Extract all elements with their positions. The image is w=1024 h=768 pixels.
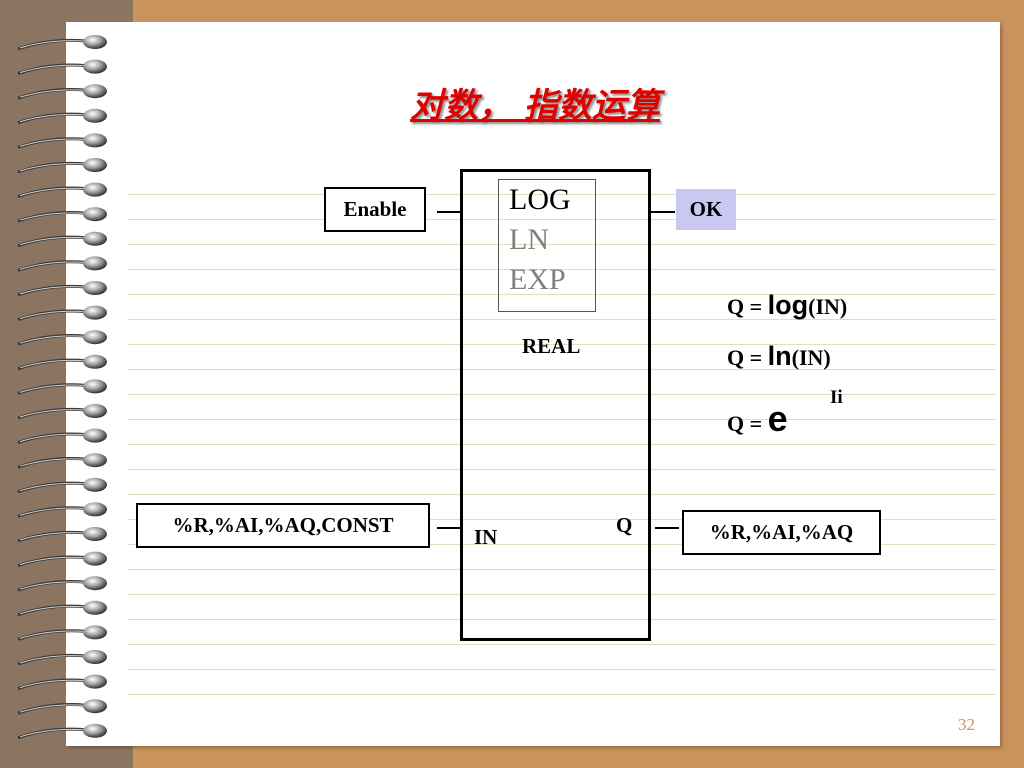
spiral-wire-highlight: [19, 359, 85, 369]
spiral-wire-highlight: [19, 433, 85, 443]
spiral-wire-highlight: [19, 704, 85, 713]
input-wire: [437, 527, 461, 529]
spiral-ring: [83, 305, 107, 320]
spiral-ring: [83, 576, 107, 591]
function-names-box: LOG LN EXP: [498, 179, 596, 312]
spiral-wire-highlight: [19, 187, 85, 197]
spiral-wire-highlight: [19, 163, 85, 172]
formula-exp-fn: e: [767, 398, 788, 439]
spiral-wire-highlight: [19, 138, 85, 147]
formula-log-fn: log: [767, 290, 809, 320]
spiral-wire-highlight: [19, 655, 85, 664]
ok-wire: [651, 211, 675, 213]
spiral-wire-highlight: [19, 384, 85, 393]
page-number: 32: [958, 715, 975, 734]
spiral-wire-highlight: [19, 212, 85, 221]
formula-ln: Q = ln(IN): [727, 341, 831, 372]
function-block: [460, 169, 651, 641]
formula-log-prefix: Q =: [727, 294, 768, 319]
input-operand-box: %R,%AI,%AQ,CONST: [136, 503, 430, 548]
function-ln: LN: [509, 223, 549, 256]
q-pin-label: Q: [616, 513, 633, 537]
spiral-ring: [83, 158, 107, 172]
exp-superscript: Ii: [830, 387, 843, 408]
spiral-ring: [83, 699, 107, 714]
spiral-wire-highlight: [19, 556, 85, 566]
function-log: LOG: [509, 183, 571, 216]
spiral-wire-highlight: [19, 679, 85, 689]
spiral-ring: [83, 133, 107, 148]
spiral-ring: [83, 477, 107, 492]
spiral-wire-highlight: [19, 532, 85, 541]
enable-wire: [437, 211, 461, 213]
spiral-wire-highlight: [19, 261, 85, 270]
formula-ln-prefix: Q =: [727, 345, 768, 370]
spiral-ring: [83, 330, 107, 345]
spiral-ring: [83, 207, 107, 222]
formula-log-arg: (IN): [808, 294, 848, 319]
type-label: REAL: [522, 334, 581, 358]
spiral-ring: [83, 674, 107, 689]
ok-box: OK: [676, 189, 736, 230]
spiral-ring: [83, 428, 107, 443]
spiral-wire-highlight: [19, 409, 85, 418]
spiral-ring: [83, 182, 107, 197]
spiral-ring: [83, 281, 107, 295]
spiral-ring: [83, 354, 107, 369]
spiral-ring: [83, 502, 107, 517]
spiral-ring: [83, 723, 107, 738]
spiral-wire-highlight: [19, 335, 85, 344]
spiral-ring: [83, 600, 107, 615]
spiral-wire-highlight: [19, 113, 85, 123]
spiral-ring: [83, 453, 107, 468]
spiral-wire-highlight: [19, 605, 85, 615]
spiral-ring: [83, 551, 107, 566]
spiral-ring: [83, 84, 107, 99]
spiral-wire-highlight: [19, 236, 85, 246]
spiral-binding: [17, 35, 107, 740]
function-exp: EXP: [509, 263, 566, 296]
spiral-ring: [83, 379, 107, 394]
input-operand-label: %R,%AI,%AQ,CONST: [172, 513, 394, 537]
spiral-ring: [83, 625, 107, 640]
spiral-ring: [83, 650, 107, 664]
spiral-ring: [83, 231, 107, 246]
spiral-wire-highlight: [19, 40, 85, 49]
enable-label: Enable: [343, 197, 407, 221]
spiral-wire-highlight: [19, 89, 85, 98]
slide-title: 对数， 指数运算: [410, 86, 660, 126]
spiral-ring: [83, 59, 107, 74]
spiral-ring: [83, 404, 107, 418]
spiral-ring: [83, 527, 107, 541]
formula-ln-arg: (IN): [791, 345, 831, 370]
output-operand-box: %R,%AI,%AQ: [682, 510, 881, 555]
spiral-wire-highlight: [19, 482, 85, 492]
spiral-wire-highlight: [19, 581, 85, 590]
spiral-wire-highlight: [19, 507, 85, 516]
formula-exp: Q = e: [727, 398, 788, 440]
spiral-wire-highlight: [19, 458, 85, 467]
output-wire: [655, 527, 679, 529]
output-operand-label: %R,%AI,%AQ: [709, 520, 854, 544]
enable-box: Enable: [324, 187, 426, 232]
ok-label: OK: [689, 197, 723, 221]
spiral-wire-highlight: [19, 728, 85, 738]
formula-ln-fn: ln: [767, 341, 792, 371]
spiral-ring: [83, 256, 107, 271]
ruled-lines: [128, 170, 996, 718]
spiral-wire-highlight: [19, 310, 85, 320]
formula-exp-prefix: Q =: [727, 411, 768, 436]
spiral-wire-highlight: [19, 286, 85, 295]
spiral-ring: [83, 108, 107, 123]
spiral-wire-highlight: [19, 64, 85, 74]
formula-log: Q = log(IN): [727, 290, 847, 321]
in-pin-label: IN: [474, 525, 498, 549]
spiral-wire-highlight: [19, 630, 85, 639]
spiral-ring: [83, 35, 107, 49]
